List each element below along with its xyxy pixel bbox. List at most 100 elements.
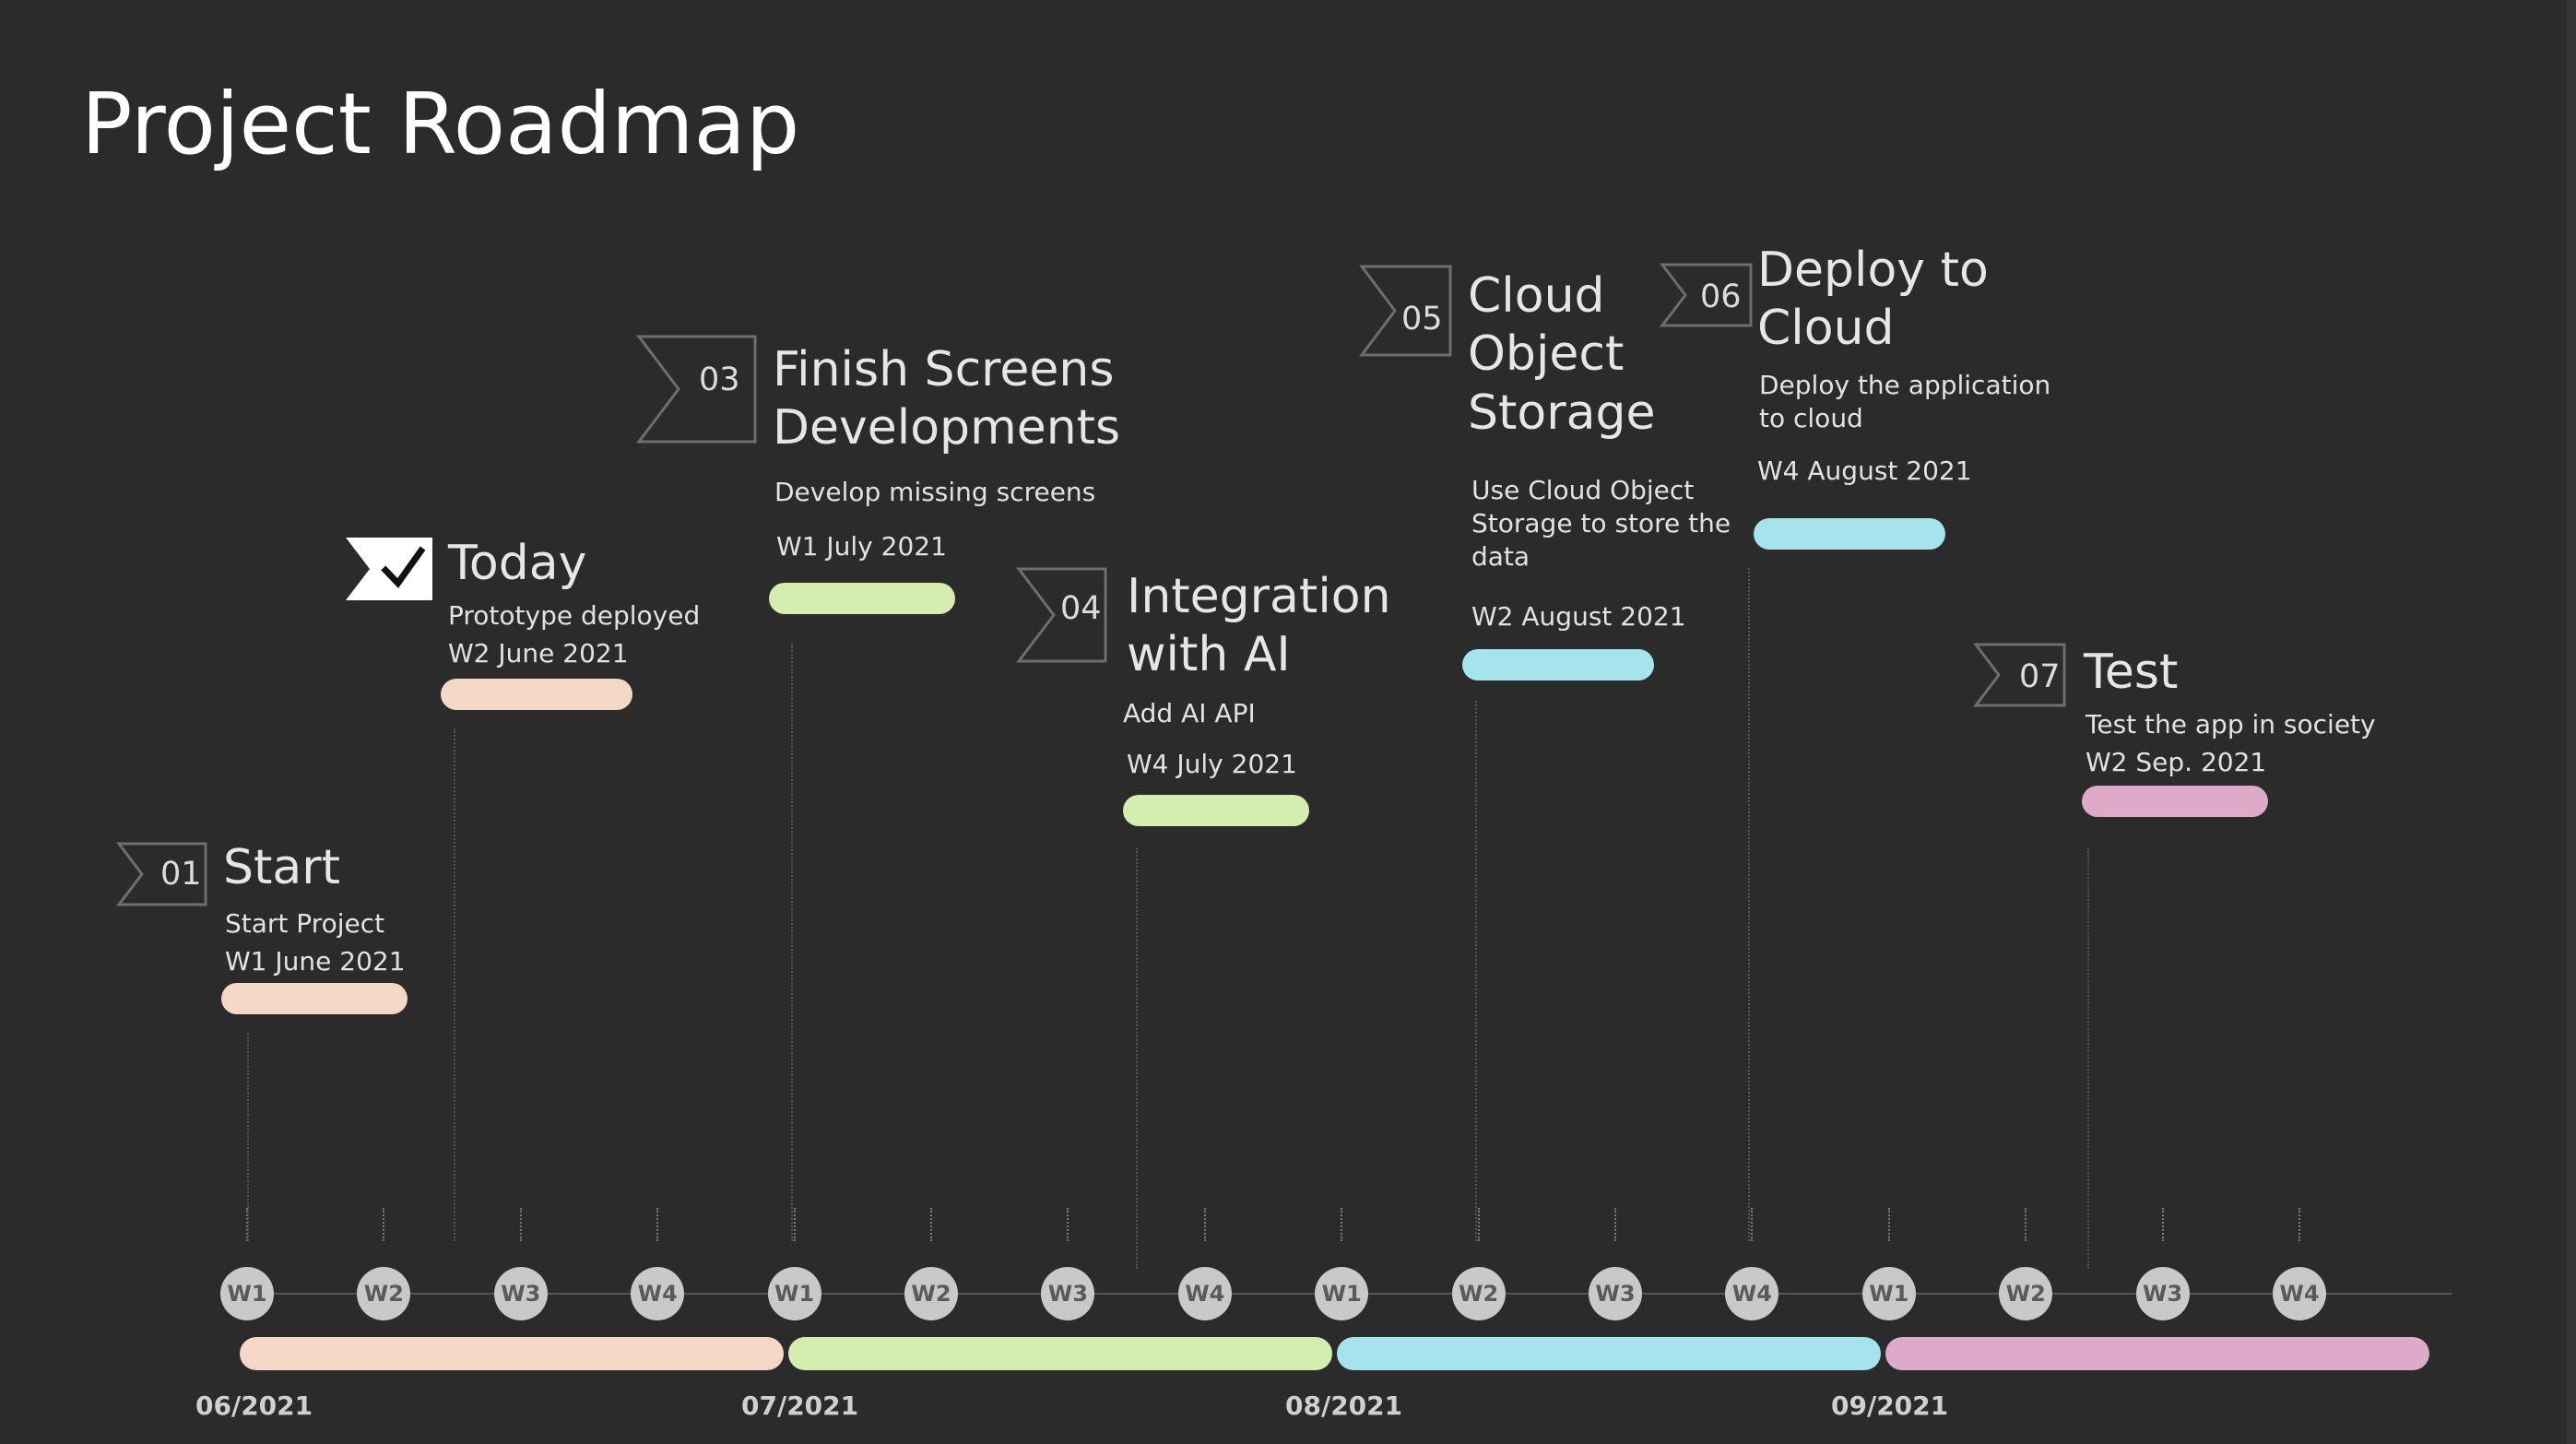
week-marker: W2 — [1451, 1267, 1506, 1320]
milestone-description: Prototype deployed — [448, 599, 700, 633]
milestone-date: W2 June 2021 — [448, 638, 629, 669]
week-tick — [2298, 1208, 2300, 1241]
week-marker: W2 — [904, 1267, 958, 1320]
milestone-title-line: Cloud — [1757, 301, 1895, 357]
week-tick — [1477, 1208, 1480, 1241]
week-marker: W1 — [220, 1267, 274, 1320]
milestone-title: Today — [448, 535, 586, 593]
milestone-description-line: Prototype deployed — [448, 600, 701, 631]
week-marker: W4 — [1725, 1267, 1779, 1320]
week-marker: W3 — [2135, 1267, 2190, 1320]
week-tick — [519, 1208, 522, 1241]
week-marker: W3 — [1041, 1267, 1095, 1320]
scrollbar[interactable] — [2567, 0, 2576, 1444]
week-tick — [2025, 1208, 2027, 1241]
milestone-bar — [221, 983, 408, 1014]
page-title: Project Roadmap — [81, 75, 800, 173]
week-marker: W1 — [1315, 1267, 1369, 1320]
milestone-connector — [1475, 701, 1477, 1241]
month-label: 07/2021 — [741, 1391, 859, 1421]
milestone-title-line: Cloud — [1468, 268, 1605, 324]
month-label: 08/2021 — [1285, 1391, 1403, 1421]
milestone-description-line: Start Project — [225, 908, 385, 939]
milestone-title-line: Developments — [773, 400, 1121, 456]
week-tick — [383, 1208, 385, 1241]
week-tick — [1067, 1208, 1069, 1241]
milestone-connector — [2087, 848, 2089, 1269]
week-marker: W1 — [1861, 1267, 1916, 1320]
week-tick — [793, 1208, 796, 1241]
milestone-number: 03 — [699, 361, 740, 398]
milestone-flag-icon — [1015, 567, 1107, 663]
month-bar — [788, 1337, 1332, 1370]
milestone-description: Test the app in society — [2086, 708, 2376, 741]
milestone-description-line: Test the app in society — [2086, 709, 2376, 740]
milestone-number: 07 — [2019, 658, 2061, 695]
milestone-number: 01 — [160, 856, 202, 893]
milestone-date: W2 August 2021 — [1471, 601, 1686, 632]
milestone-description: Start Project — [225, 907, 384, 941]
week-marker: W1 — [767, 1267, 821, 1320]
week-tick — [930, 1208, 932, 1241]
milestone-bar — [1123, 795, 1309, 826]
week-marker: W2 — [1999, 1267, 2053, 1320]
milestone-flag-icon — [115, 842, 207, 906]
week-marker: W4 — [2273, 1267, 2326, 1320]
milestone-bar — [1754, 518, 1945, 550]
milestone-date: W4 August 2021 — [1757, 456, 1972, 486]
milestone-title-line: Finish Screens — [773, 342, 1115, 397]
week-tick — [656, 1208, 659, 1241]
week-marker: W2 — [357, 1267, 411, 1320]
milestone-title-line: Storage — [1468, 385, 1656, 441]
week-tick — [2161, 1208, 2164, 1241]
milestone-description: Develop missing screens — [774, 476, 1095, 509]
milestone-flag-icon — [1659, 263, 1753, 327]
week-tick — [1203, 1208, 1206, 1241]
milestone-date: W4 July 2021 — [1127, 749, 1297, 779]
milestone-date: W1 July 2021 — [776, 531, 947, 562]
milestone-connector — [791, 644, 793, 1241]
milestone-title-line: Test — [2084, 645, 2179, 700]
week-marker: W3 — [493, 1267, 548, 1320]
week-tick — [1887, 1208, 1890, 1241]
milestone-bar — [2082, 786, 2268, 817]
milestone-connector — [454, 728, 455, 1241]
milestone-title-line: with AI — [1127, 627, 1291, 683]
week-marker: W4 — [631, 1267, 685, 1320]
milestone-flag-icon — [1359, 265, 1452, 357]
milestone-title-line: Start — [223, 840, 341, 895]
milestone-title: Test — [2084, 644, 2178, 702]
month-bar — [1885, 1337, 2429, 1370]
month-label: 06/2021 — [195, 1391, 313, 1421]
month-bar — [1337, 1337, 1881, 1370]
milestone-date: W2 Sep. 2021 — [2086, 747, 2267, 777]
milestone-title: Start — [223, 839, 340, 897]
milestone-connector — [1136, 848, 1138, 1269]
milestone-date: W1 June 2021 — [225, 946, 406, 976]
milestone-description-line: Develop missing screens — [774, 477, 1096, 507]
milestone-description-line: Use Cloud Object — [1471, 475, 1695, 505]
milestone-title-line: Object — [1468, 326, 1625, 383]
milestone-bar — [441, 679, 632, 710]
milestone-title-line: Deploy to — [1757, 243, 1989, 298]
milestone-flag-icon — [635, 335, 757, 444]
month-label: 09/2021 — [1831, 1391, 1949, 1421]
milestone-description-line: Deploy the application — [1759, 370, 2051, 400]
week-tick — [1341, 1208, 1343, 1241]
milestone-bar — [1462, 649, 1654, 681]
milestone-bar — [769, 583, 955, 614]
milestone-description: Add AI API — [1123, 697, 1256, 730]
milestone-title-line: Today — [448, 536, 587, 591]
week-marker: W4 — [1177, 1267, 1232, 1320]
milestone-title-line: Integration — [1127, 569, 1391, 624]
week-tick — [1614, 1208, 1616, 1241]
milestone-description-line: Storage to store the — [1471, 507, 1731, 539]
checkmark-flag-icon — [346, 538, 432, 600]
milestone-number: 05 — [1401, 301, 1443, 337]
milestone-description-line: data — [1471, 540, 1530, 572]
